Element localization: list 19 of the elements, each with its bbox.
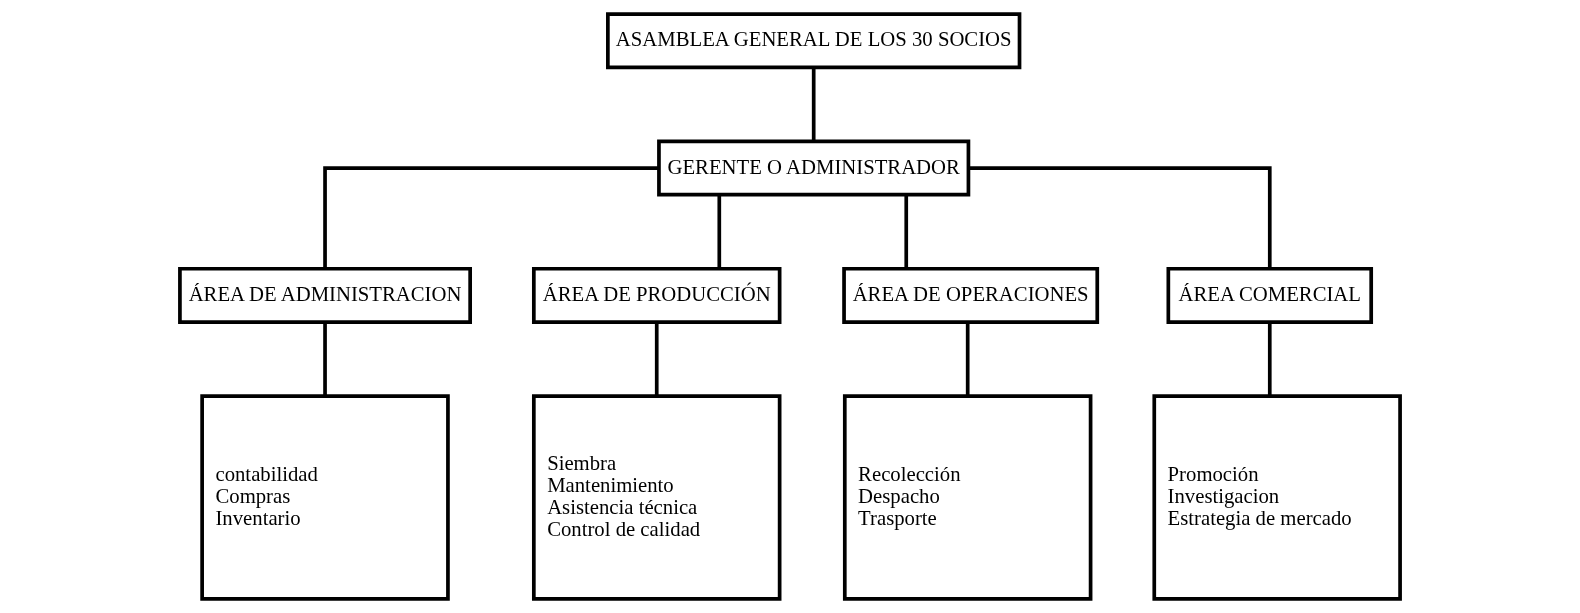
node-box: Promoción Investigacion Estrategia de mercado — [1152, 394, 1402, 601]
connector — [811, 67, 816, 142]
node-box: contabilidad Compras Inventario — [200, 394, 450, 601]
connector — [965, 322, 970, 396]
node-box: GERENTE O ADMINISTRADOR — [657, 139, 971, 197]
connector — [904, 195, 909, 269]
connector — [717, 195, 722, 269]
connector — [1267, 322, 1272, 396]
node-box: ÁREA DE ADMINISTRACION — [178, 266, 472, 324]
connector — [323, 166, 659, 269]
node-box: Recolección Despacho Trasporte — [842, 394, 1093, 601]
connector — [654, 322, 659, 396]
connector — [968, 166, 1272, 269]
connector — [323, 322, 327, 396]
node-box: ASAMBLEA GENERAL DE LOS 30 SOCIOS — [606, 12, 1022, 70]
node-box: ÁREA DE PRODUCCIÓN — [532, 266, 782, 324]
node-box: Siembra Mantenimiento Asistencia técnica Control de calidad — [532, 394, 782, 601]
node-box: ÁREA COMERCIAL — [1166, 266, 1374, 324]
node-box: ÁREA DE OPERACIONES — [842, 266, 1100, 324]
